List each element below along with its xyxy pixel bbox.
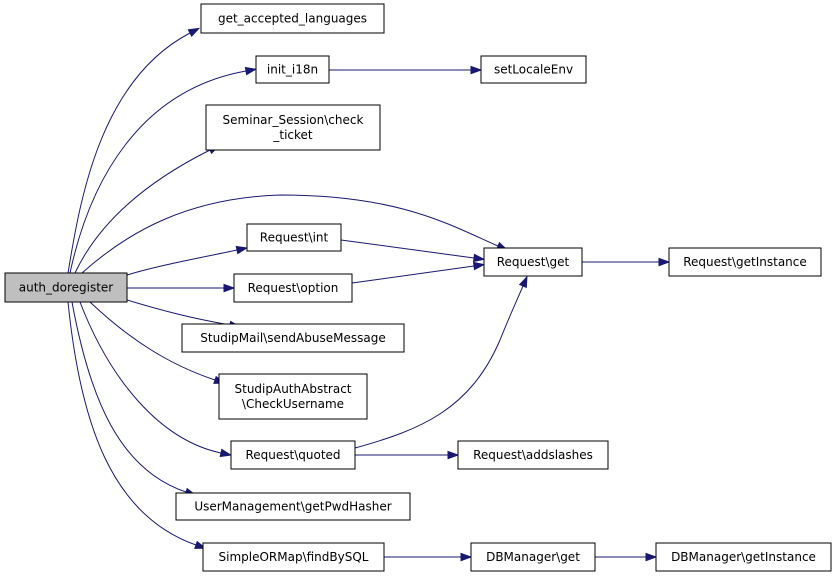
node-box — [218, 373, 368, 420]
edge-line — [126, 299, 231, 326]
node-label: DBManager\get — [486, 550, 580, 564]
node-box — [483, 247, 583, 277]
edge-request_get-to-request_getinstance — [582, 257, 671, 267]
node-label: Request\option — [248, 281, 339, 295]
node-init-i18n[interactable]: init_i18n — [255, 55, 330, 84]
node-box — [202, 542, 385, 572]
edge-init_i18n-to-setLocaleEnv — [329, 65, 483, 75]
arrow-head-icon — [472, 253, 486, 263]
node-label: SimpleORMap\findBySQL — [219, 550, 369, 564]
node-label: StudipAuthAbstract — [235, 382, 352, 396]
edge-line — [354, 285, 524, 449]
node-send-abuse[interactable]: StudipMail\sendAbuseMessage — [181, 323, 405, 353]
edge-request_quoted-to-request_addslashes — [355, 450, 460, 460]
edge-line — [71, 301, 187, 493]
node-request-option[interactable]: Request\option — [233, 273, 353, 303]
arrow-head-icon — [447, 450, 460, 460]
node-label: DBManager\getInstance — [671, 550, 816, 564]
arrow-head-icon — [658, 257, 671, 267]
node-label: setLocaleEnv — [494, 63, 573, 77]
edge-line — [69, 70, 247, 274]
node-pwd-hasher[interactable]: UserManagement\getPwdHasher — [175, 492, 411, 521]
node-box — [205, 104, 381, 151]
node-box — [668, 247, 822, 277]
node-label: Seminar_Session\check — [223, 113, 364, 127]
node-get-accepted-languages[interactable]: get_accepted_languages — [200, 3, 385, 34]
arrow-head-icon — [223, 283, 236, 293]
node-auth-doregister[interactable]: auth_doregister — [4, 272, 128, 303]
node-request-get[interactable]: Request\get — [483, 247, 583, 277]
arrow-head-icon — [187, 27, 201, 38]
node-box — [175, 492, 411, 521]
edge-line — [351, 265, 475, 284]
edge-auth_doregister-to-get_accepted_languages — [67, 27, 201, 274]
arrow-head-icon — [518, 275, 528, 289]
node-check-username[interactable]: StudipAuthAbstract\CheckUsername — [218, 373, 368, 420]
edge-line — [67, 301, 197, 546]
arrow-head-icon — [645, 552, 658, 562]
node-label: init_i18n — [267, 63, 318, 77]
edge-line — [126, 249, 238, 276]
node-label: Request\addslashes — [473, 448, 593, 462]
edge-line — [340, 239, 475, 259]
edge-auth_doregister-to-init_i18n — [69, 66, 258, 274]
edge-find_by_sql-to-dbm_get — [384, 552, 473, 562]
node-label: Request\getInstance — [683, 255, 807, 269]
arrow-head-icon — [244, 66, 258, 76]
arrow-head-icon — [460, 552, 473, 562]
node-box — [200, 3, 385, 34]
node-box — [246, 223, 342, 252]
node-dbm-get[interactable]: DBManager\get — [470, 542, 596, 572]
arrow-head-icon — [472, 261, 486, 271]
node-box — [480, 55, 587, 84]
node-label: auth_doregister — [19, 281, 114, 295]
node-label: get_accepted_languages — [218, 12, 367, 26]
edge-line — [74, 149, 211, 274]
node-label: UserManagement\getPwdHasher — [194, 500, 391, 514]
arrow-head-icon — [470, 65, 483, 75]
node-label: Request\get — [497, 255, 570, 269]
node-request-addslashes[interactable]: Request\addslashes — [457, 440, 609, 470]
node-box — [457, 440, 609, 470]
edge-auth_doregister-to-request_quoted — [79, 301, 233, 458]
node-label: _ticket — [272, 128, 313, 142]
node-box — [255, 55, 330, 84]
node-setLocaleEnv[interactable]: setLocaleEnv — [480, 55, 587, 84]
edge-auth_doregister-to-pwd_hasher — [71, 301, 197, 496]
node-box — [181, 323, 405, 353]
node-box — [470, 542, 596, 572]
node-label: Request\quoted — [245, 448, 340, 462]
node-box — [655, 542, 832, 572]
edge-line — [89, 301, 216, 381]
node-request-getinstance[interactable]: Request\getInstance — [668, 247, 822, 277]
node-request-quoted[interactable]: Request\quoted — [230, 440, 356, 470]
node-label: Request\int — [260, 231, 329, 245]
node-find-by-sql[interactable]: SimpleORMap\findBySQL — [202, 542, 385, 572]
edge-dbm_get-to-dbm_getinstance — [595, 552, 658, 562]
edge-auth_doregister-to-request_int — [126, 245, 249, 276]
node-box — [230, 440, 356, 470]
edge-request_quoted-to-request_get — [354, 275, 528, 449]
node-check-ticket[interactable]: Seminar_Session\check_ticket — [205, 104, 381, 151]
edge-line — [67, 32, 191, 274]
edge-line — [79, 301, 222, 454]
node-label: \CheckUsername — [242, 397, 344, 411]
node-box — [233, 273, 353, 303]
edge-auth_doregister-to-request_option — [127, 283, 236, 293]
arrow-head-icon — [235, 245, 249, 255]
edge-request_int-to-request_get — [340, 239, 486, 263]
edge-request_option-to-request_get — [351, 261, 486, 284]
node-dbm-getinstance[interactable]: DBManager\getInstance — [655, 542, 832, 572]
edge-line — [81, 194, 499, 274]
node-layer: auth_doregister get_accepted_languagesini… — [4, 3, 832, 572]
edge-auth_doregister-to-check_ticket — [74, 144, 221, 274]
node-label: StudipMail\sendAbuseMessage — [200, 331, 385, 345]
node-box — [4, 272, 128, 303]
arrow-head-icon — [219, 448, 233, 458]
node-request-int[interactable]: Request\int — [246, 223, 342, 252]
